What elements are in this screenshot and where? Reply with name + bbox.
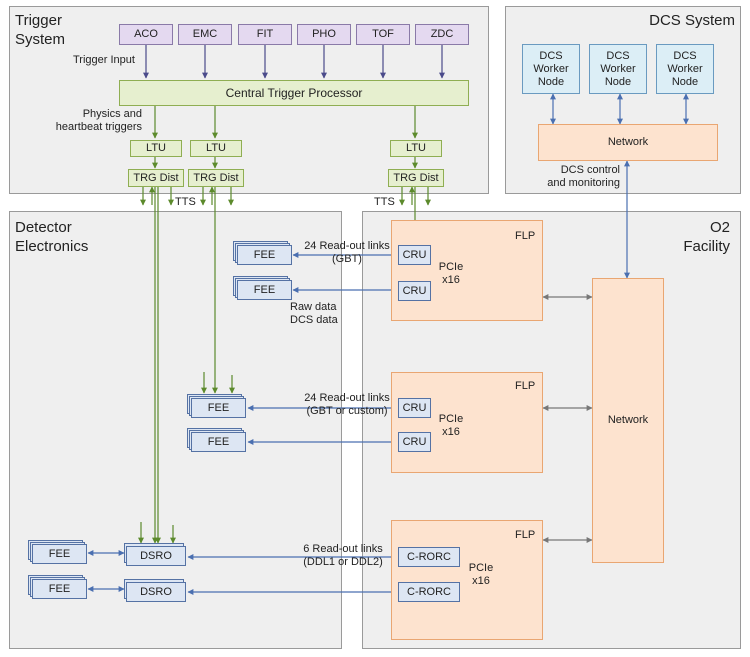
crorc-1: C-RORC: [398, 547, 460, 567]
crorc-2: C-RORC: [398, 582, 460, 602]
physics-heartbeat-label: Physics and heartbeat triggers: [55, 108, 142, 133]
dcs-control-label: DCS control and monitoring: [547, 164, 620, 189]
fee-4: FEE: [191, 432, 246, 452]
pcie-label-3: PCIe x16: [468, 562, 494, 587]
trigger-input-zdc: ZDC: [415, 24, 469, 45]
trigger-system-title: Trigger System: [15, 12, 66, 48]
ltu-2: LTU: [190, 140, 242, 157]
trigger-input-aco: ACO: [119, 24, 173, 45]
fee-5: FEE: [32, 544, 87, 564]
flp-3-label: FLP: [515, 529, 536, 541]
detector-electronics-title: Detector Electronics: [15, 219, 89, 255]
trigger-input-emc: EMC: [178, 24, 232, 45]
ltu-3: LTU: [390, 140, 442, 157]
cru-4: CRU: [398, 432, 431, 452]
fee-6: FEE: [32, 579, 87, 599]
flp-3: [391, 520, 543, 640]
tts-label-left: TTS: [175, 196, 196, 208]
flp-network-arrows: [542, 294, 593, 543]
trigger-input-label: Trigger Input: [73, 54, 135, 66]
pcie-label-2: PCIe x16: [438, 413, 464, 438]
fee-1: FEE: [237, 245, 292, 265]
dcs-system-panel: [505, 6, 741, 194]
flp-1: [391, 220, 543, 321]
tts-up-arrows: [149, 186, 415, 205]
link-label-gbt: 24 Read-out links (GBT): [304, 240, 390, 265]
fee-2: FEE: [237, 280, 292, 300]
trigger-input-pho: PHO: [297, 24, 351, 45]
flp-2: [391, 372, 543, 473]
dcs-network: Network: [538, 124, 718, 161]
trigger-input-arrows: [143, 45, 445, 79]
trg-dist-3: TRG Dist: [388, 169, 444, 187]
link-label-raw-dcs: Raw data DCS data: [290, 301, 338, 326]
trg-dist-2: TRG Dist: [188, 169, 244, 187]
ltu-1: LTU: [130, 140, 182, 157]
flp-1-label: FLP: [515, 230, 536, 242]
dsro-1: DSRO: [126, 546, 186, 566]
cru-1: CRU: [398, 245, 431, 265]
dcs-system-title: DCS System: [649, 12, 735, 29]
o2-facility-title: O2 Facility: [683, 219, 730, 255]
flp-2-label: FLP: [515, 380, 536, 392]
trigger-green-arrows: [138, 106, 431, 544]
dcs-worker-node-2: DCS Worker Node: [589, 44, 647, 94]
trg-dist-1: TRG Dist: [128, 169, 184, 187]
dcs-worker-node-3: DCS Worker Node: [656, 44, 714, 94]
trigger-input-tof: TOF: [356, 24, 410, 45]
dsro-2: DSRO: [126, 582, 186, 602]
o2-network: Network: [592, 278, 664, 563]
readout-link-arrows: [87, 252, 399, 595]
cru-2: CRU: [398, 281, 431, 301]
pcie-label-1: PCIe x16: [438, 261, 464, 286]
dcs-worker-node-1: DCS Worker Node: [522, 44, 580, 94]
link-label-ddl: 6 Read-out links (DDL1 or DDL2): [303, 543, 383, 568]
tts-label-right: TTS: [374, 196, 395, 208]
central-trigger-processor: Central Trigger Processor: [119, 80, 469, 106]
link-label-custom: 24 Read-out links (GBT or custom): [304, 392, 390, 417]
fee-3: FEE: [191, 398, 246, 418]
cru-3: CRU: [398, 398, 431, 418]
trigger-input-fit: FIT: [238, 24, 292, 45]
dcs-arrows: [550, 93, 689, 279]
